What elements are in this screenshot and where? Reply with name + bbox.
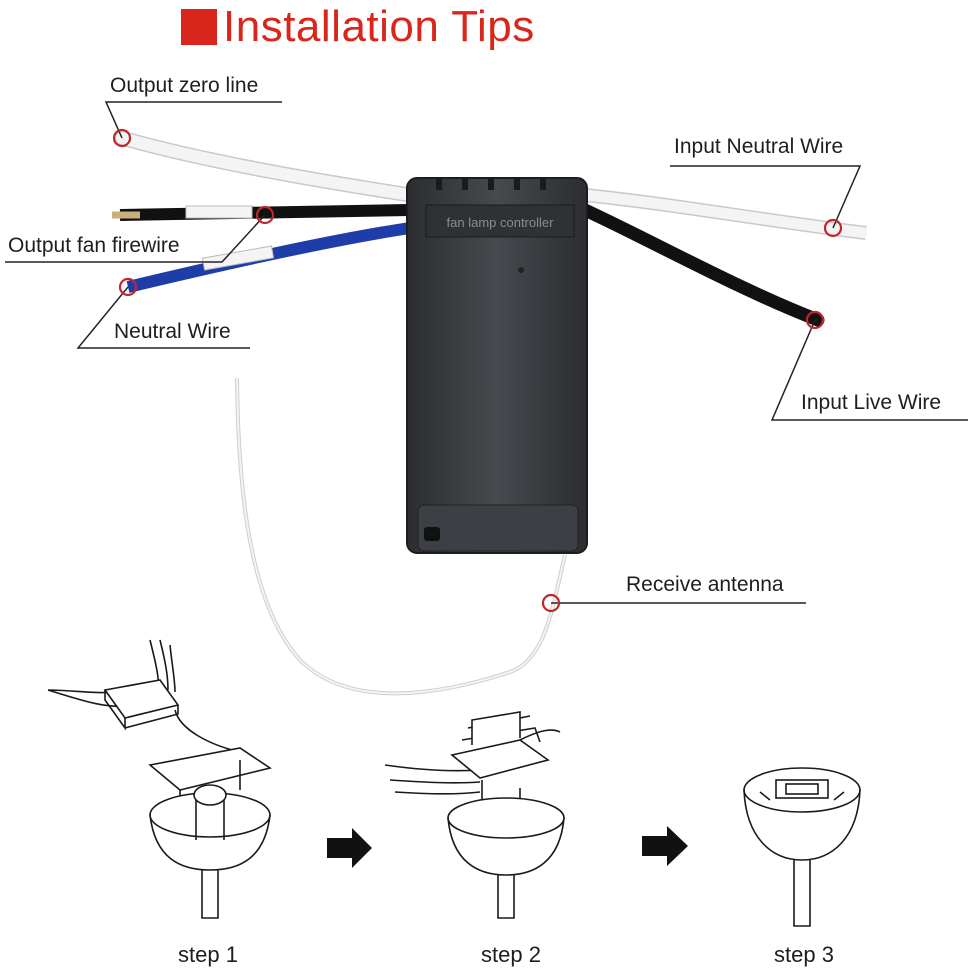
wire-input-live	[578, 203, 825, 327]
label-neutral-wire: Neutral Wire	[114, 320, 231, 343]
step-arrows	[327, 826, 688, 868]
wire-output-zero-line	[114, 130, 418, 203]
arrow-right-icon	[327, 828, 372, 868]
wire-input-neutral	[584, 188, 867, 240]
step-3-illustration	[743, 767, 861, 927]
page-title: Installation Tips	[181, 2, 535, 52]
step-3-label: step 3	[774, 942, 834, 967]
wire-receive-antenna	[235, 377, 567, 696]
wire-markers	[112, 128, 843, 613]
arrow-right-icon	[642, 826, 688, 866]
label-receive-antenna: Receive antenna	[626, 573, 784, 596]
label-input-live-wire: Input Live Wire	[801, 391, 942, 414]
label-output-zero-line: Output zero line	[110, 74, 259, 97]
label-input-neutral-wire: Input Neutral Wire	[674, 135, 844, 158]
controller-box	[406, 177, 588, 554]
controller-label: fan lamp controller	[447, 215, 555, 230]
step-1-illustration	[47, 639, 272, 919]
step-2-label: step 2	[481, 942, 541, 967]
leader-lines	[5, 101, 968, 604]
wire-neutral	[126, 222, 411, 293]
step-1-label: step 1	[178, 942, 238, 967]
wire-output-fan-firewire	[112, 204, 411, 221]
label-output-fan-firewire: Output fan firewire	[8, 234, 180, 257]
page-title-text: Installation Tips	[223, 2, 535, 51]
title-square-icon	[181, 9, 217, 45]
step-2-illustration	[384, 711, 565, 919]
